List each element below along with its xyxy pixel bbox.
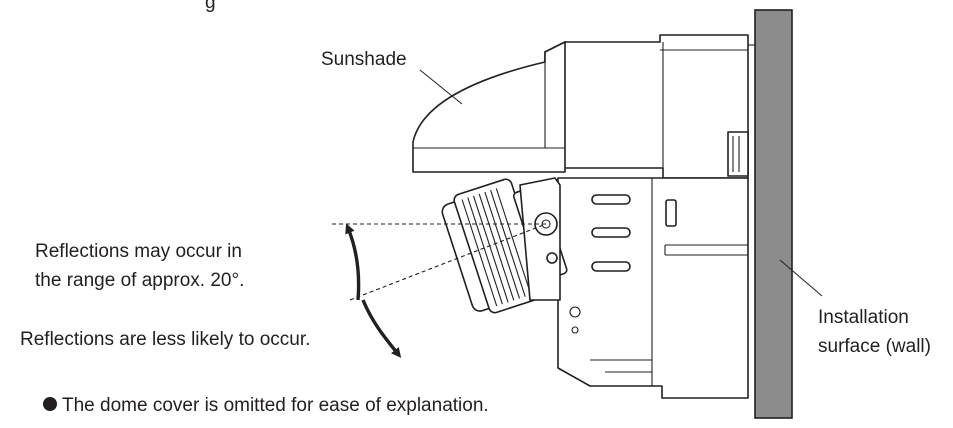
reflections-range-label-line1: Reflections may occur in [35,241,242,262]
sunshade-label: Sunshade [321,49,407,70]
range-arc-arrow [345,223,402,358]
pivot-bracket [519,177,561,301]
sunshade-leader-line [419,69,463,105]
wall-leader-line [779,259,823,297]
lens-ring-ribs [461,188,532,307]
reflections-less-label: Reflections are less likely to occur. [20,329,310,350]
note-text: The dome cover is omitted for ease of ex… [62,395,489,416]
installation-wall [754,9,793,419]
sunshade [412,41,566,173]
top-text-fragment: g [205,0,216,13]
installation-surface-label-line1: Installation [818,307,909,328]
note-bullet-icon [43,397,57,411]
reflections-range-label-line2: the range of approx. 20°. [35,270,244,291]
reflection-range-lines [332,223,547,301]
camera-body [544,34,755,399]
installation-surface-label-line2: surface (wall) [818,336,931,357]
